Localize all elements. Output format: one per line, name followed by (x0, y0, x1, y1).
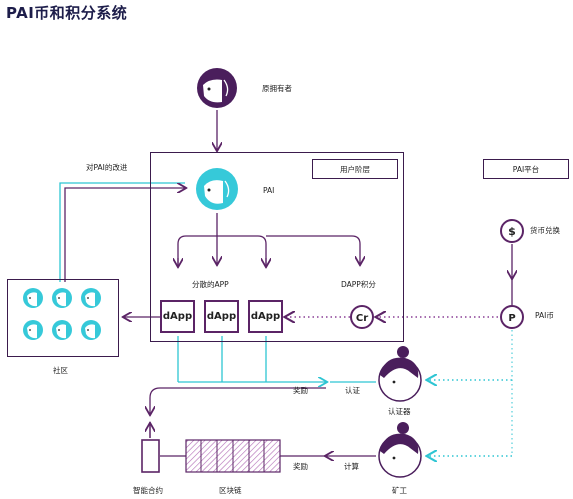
community-faces (23, 288, 101, 340)
dapp-box-2: dApp (204, 300, 239, 333)
owner-face-icon (197, 68, 237, 108)
cr-badge: Cr (350, 305, 374, 329)
blockchain-blocks (185, 439, 281, 473)
dapp-box-3: dApp (248, 300, 283, 333)
pai-coin-badge: P (500, 305, 524, 329)
verifier-face-icon (378, 346, 422, 402)
compute-label: 计算 (344, 462, 359, 471)
owner-label: 原拥有者 (262, 84, 292, 93)
pai-label: PAI (263, 186, 275, 195)
dapp-points-label: DAPP积分 (341, 280, 376, 289)
reward-label-2: 奖励 (293, 462, 308, 471)
dapp-box-1: dApp (160, 300, 195, 333)
smart-contract-label: 智能合约 (133, 486, 163, 495)
dollar-badge-label: $ (508, 225, 516, 238)
page-title: PAI币和积分系统 (6, 4, 128, 22)
miner-face-icon (378, 422, 422, 478)
dollar-badge: $ (500, 219, 524, 243)
p-badge-label: P (508, 313, 515, 324)
pai-face-icon (196, 168, 238, 210)
miner-label: 矿工 (392, 486, 407, 495)
blockchain-label: 区块链 (219, 486, 242, 495)
improve-label: 对PAI的改进 (86, 163, 128, 172)
verify-label: 认证 (345, 386, 360, 395)
reward-label-1: 奖励 (293, 386, 308, 395)
pai-coin-label: PAI币 (535, 311, 554, 320)
smart-contract-block (141, 439, 160, 473)
community-frame (7, 279, 119, 357)
verifier-label: 认证器 (388, 407, 411, 416)
distributed-app-label: 分散的APP (192, 280, 229, 289)
pai-platform-tag: PAI平台 (483, 159, 569, 179)
user-layer-tag: 用户阶层 (312, 159, 398, 179)
currency-exchange-label: 货币兑换 (530, 226, 560, 235)
community-label: 社区 (53, 366, 68, 375)
user-layer-frame (150, 152, 404, 342)
cr-badge-label: Cr (356, 313, 368, 324)
